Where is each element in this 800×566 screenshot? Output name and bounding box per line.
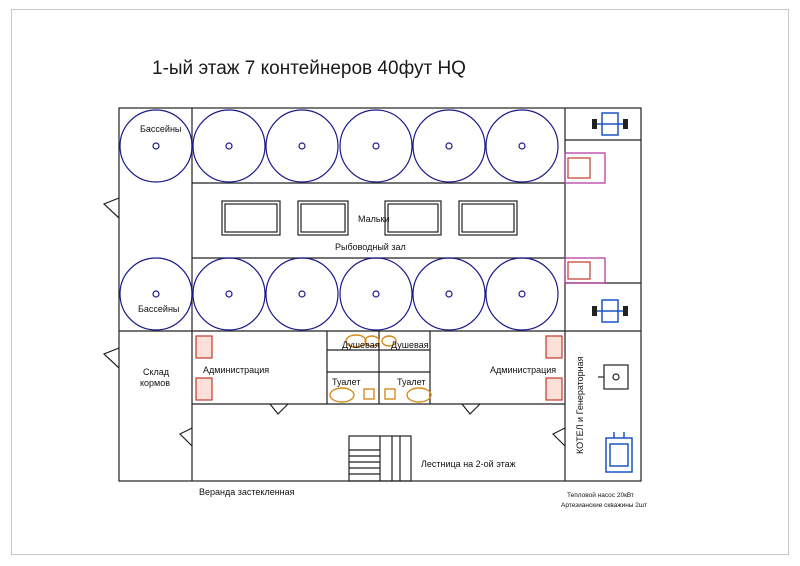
doors [102, 197, 566, 447]
heat-pump-core [567, 157, 591, 179]
plan-title: 1-ый этаж 7 контейнеров 40фут HQ [152, 58, 466, 79]
fry-trough-inner [461, 203, 515, 233]
toilet-tank-icon [384, 388, 396, 400]
fish-tank [339, 109, 413, 183]
heat-pump-units [564, 152, 606, 284]
fish-tank [192, 109, 266, 183]
fish-tank [485, 109, 559, 183]
door-boiler [551, 427, 566, 447]
heat-pump-unit [564, 152, 606, 184]
shower-tray-icon [364, 335, 380, 347]
tank-drain [372, 290, 380, 298]
heat-pump-core [567, 261, 591, 280]
valve-icon [623, 119, 628, 129]
boiler-equipment [605, 432, 633, 473]
label-toilet-right: Туалет [397, 377, 425, 387]
label-stairs: Лестница на 2-ой этаж [421, 459, 516, 469]
label-shower-left: Душевая [342, 340, 380, 350]
tank-drain [225, 142, 233, 150]
shower-tray-icon [381, 335, 397, 347]
fish-tank [119, 109, 193, 183]
fry-trough-inner [387, 203, 439, 233]
label-feed-store-1: Склад [143, 367, 170, 377]
note-wells: Артезианские скважины 2шт [561, 502, 647, 509]
toilet-icon [329, 387, 355, 403]
door-left-upper [102, 197, 120, 219]
toilet-tank-icon [363, 388, 375, 400]
note-heat-pump: Тепловой насос 20кВт [567, 491, 634, 499]
boiler-icon [605, 437, 633, 473]
boiler-room-equipment [598, 364, 629, 390]
fry-trough-inner [224, 203, 278, 233]
label-shower-right: Душевая [391, 340, 429, 350]
label-feed-store-2: кормов [140, 378, 170, 388]
valve-icon [592, 306, 597, 316]
label-hatchery-hall: Рыбоводный зал [335, 242, 406, 252]
label-pools-bottom: Бассейны [138, 304, 179, 314]
door-veranda [178, 427, 193, 447]
boiler-inner [609, 443, 629, 467]
label-boiler-room: КОТЕЛ и Генераторная [575, 356, 585, 454]
fish-tank [412, 109, 486, 183]
admin-desk [545, 335, 563, 359]
heat-pump-unit [564, 257, 606, 284]
label-admin-left: Администрация [203, 365, 269, 375]
tank-drain [225, 290, 233, 298]
fish-tank [265, 109, 339, 183]
tank-drain [445, 142, 453, 150]
fry-troughs [221, 200, 518, 236]
label-pools-top: Бассейны [140, 124, 181, 134]
sanitary-fixtures [329, 334, 432, 403]
fish-tank [119, 257, 193, 331]
tank-drain [372, 142, 380, 150]
label-fry: Мальки [358, 214, 390, 224]
fry-trough [384, 200, 442, 236]
label-veranda: Веранда застекленная [199, 487, 295, 497]
admin-desk [195, 377, 213, 401]
tank-drain [518, 290, 526, 298]
admin-desk [545, 377, 563, 401]
tank-drain [298, 290, 306, 298]
shower-tray-icon [345, 334, 367, 348]
tank-row-bottom [119, 257, 559, 331]
generator-icon [603, 364, 629, 390]
fish-tank [265, 257, 339, 331]
tank-drain [445, 290, 453, 298]
tank-row-top [119, 109, 559, 183]
tank-drain [152, 290, 160, 298]
admin-fixtures [195, 335, 563, 401]
valve-icon [592, 119, 597, 129]
fish-tank [192, 257, 266, 331]
door-admin-right [461, 403, 481, 415]
valve-icon [623, 306, 628, 316]
fry-trough-inner [300, 203, 346, 233]
label-admin-right: Администрация [490, 365, 556, 375]
door-left-lower [102, 347, 120, 369]
fish-tank [412, 257, 486, 331]
label-toilet-left: Туалет [332, 377, 360, 387]
toilet-icon [406, 387, 432, 403]
tank-drain [298, 142, 306, 150]
tank-drain [518, 142, 526, 150]
pump-valves [592, 119, 628, 316]
door-admin-left [269, 403, 289, 415]
pump-equipment [596, 112, 624, 323]
fry-trough [221, 200, 281, 236]
fish-tank [339, 257, 413, 331]
fry-trough [458, 200, 518, 236]
tank-drain [152, 142, 160, 150]
admin-desk [195, 335, 213, 359]
staircase [348, 435, 412, 482]
fry-trough [297, 200, 349, 236]
fish-tank [485, 257, 559, 331]
generator-detail [612, 373, 620, 381]
